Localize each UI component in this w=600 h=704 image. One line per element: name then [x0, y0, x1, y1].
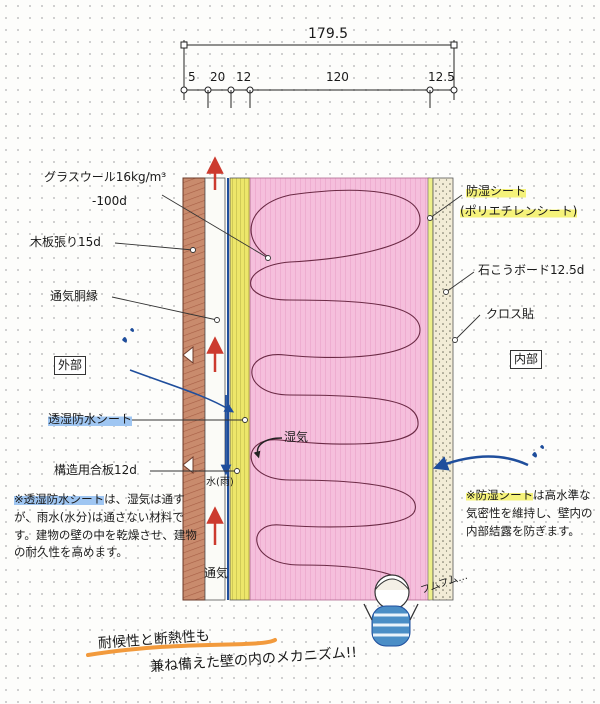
dim-total: 179.5 — [308, 26, 349, 42]
label-vapor-barrier-material: (ポリエチレンシート) — [460, 204, 578, 219]
dim-segment-20: 20 — [210, 70, 226, 84]
label-exterior: 外部 — [54, 356, 87, 375]
note-breathable-sheet-body: は、湿気は通すが、雨水(水分)は通さない材料です。建物の壁の中を乾燥させ、建物の… — [14, 492, 197, 560]
label-glass-wool: グラスウール16kg/m³ — [44, 170, 167, 184]
label-wood-siding: 木板張り15d — [30, 235, 101, 249]
dim-segment-12-5: 12.5 — [428, 70, 455, 84]
caption-highlight — [86, 638, 277, 657]
note-breathable-sheet: ※透湿防水シートは、湿気は通すが、雨水(水分)は通さない材料です。建物の壁の中を… — [14, 491, 200, 562]
dim-segment-120: 120 — [326, 70, 349, 84]
note-vapor-barrier: ※防湿シートは高水準な気密性を維持し、壁内の内部結露を防ぎます。 — [466, 487, 594, 540]
character-figure — [363, 574, 419, 647]
label-structural-plywood: 構造用合板12d — [54, 463, 137, 477]
dimension-lines — [180, 40, 458, 108]
dim-segment-5: 5 — [188, 70, 196, 84]
vapor-barrier-layer — [427, 177, 434, 601]
label-ventilation: 通気 — [204, 566, 229, 580]
label-interior: 内部 — [510, 350, 543, 369]
insulation-layer — [249, 177, 431, 601]
label-vapor-barrier: 防湿シート — [466, 184, 527, 199]
label-cloth: クロス貼 — [486, 307, 535, 321]
label-glass-wool-thickness: -100d — [92, 194, 127, 208]
note-breathable-sheet-title: ※透湿防水シート — [14, 492, 105, 506]
label-moisture: 湿気 — [284, 430, 309, 444]
note-vapor-barrier-title: ※防湿シート — [466, 488, 534, 502]
dim-segment-12: 12 — [236, 70, 252, 84]
label-rain: 水(雨) — [206, 477, 234, 488]
note-vapor-barrier-body: は高水準な気密性を維持し、壁内の内部結露を防ぎます。 — [466, 488, 593, 538]
rain-indicators — [122, 328, 544, 476]
label-gypsum-board: 石こうボード12.5d — [478, 263, 585, 277]
moisture-arrow — [253, 437, 283, 459]
gypsum-board-layer — [432, 177, 454, 601]
glass-wool-squiggle — [250, 189, 421, 591]
leader-lines — [100, 194, 481, 474]
wall-layers — [182, 177, 454, 601]
label-ventilation-furring: 通気胴縁 — [50, 289, 99, 303]
label-breathable-sheet: 透湿防水シート — [48, 412, 133, 427]
